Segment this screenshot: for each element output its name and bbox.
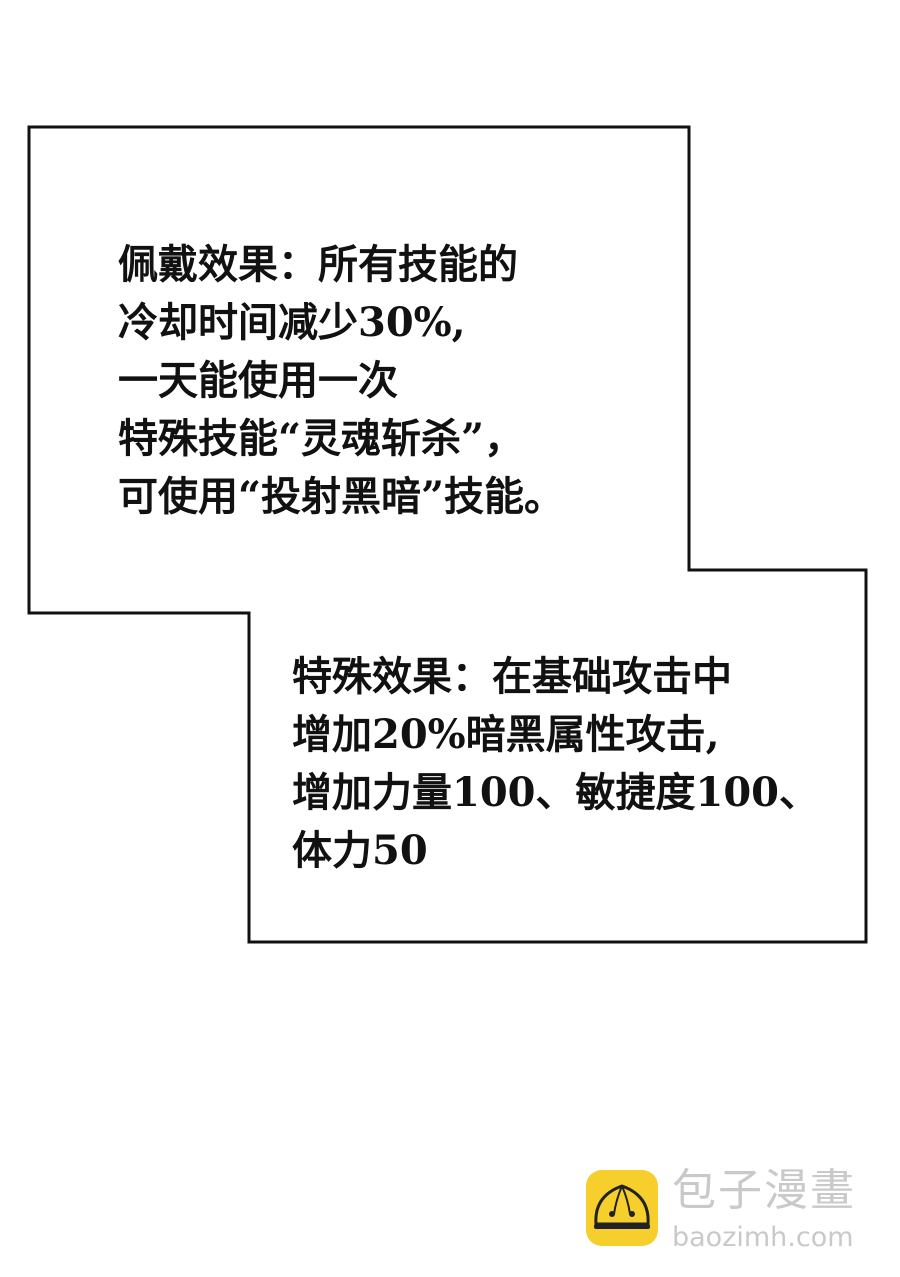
- text-line: 一天能使用一次: [118, 357, 398, 404]
- equip-effect-text: 佩戴效果：所有技能的 冷却时间减少30%, 一天能使用一次 特殊技能“灵魂斩杀”…: [118, 236, 564, 526]
- text-line: 可使用“投射黑暗”技能。: [118, 473, 565, 520]
- watermark-name: 包子漫畫: [672, 1165, 856, 1216]
- text-line: 体力50: [292, 827, 428, 874]
- watermark-url: baozimh.com: [672, 1222, 854, 1253]
- watermark: 包子漫畫 baozimh.com: [586, 1166, 886, 1262]
- text-line: 佩戴效果：所有技能的: [118, 241, 518, 288]
- text-line: 增加力量100、敏捷度100、: [292, 769, 819, 816]
- text-line: 冷却时间减少30%,: [118, 299, 466, 346]
- text-line: 特殊效果：在基础攻击中: [292, 653, 732, 700]
- special-effect-text: 特殊效果：在基础攻击中 增加20%暗黑属性攻击, 增加力量100、敏捷度100、…: [292, 648, 819, 880]
- text-line: 特殊技能“灵魂斩杀”，: [118, 415, 525, 462]
- text-line: 增加20%暗黑属性攻击,: [292, 711, 720, 758]
- steamed-bun-icon: [586, 1170, 658, 1246]
